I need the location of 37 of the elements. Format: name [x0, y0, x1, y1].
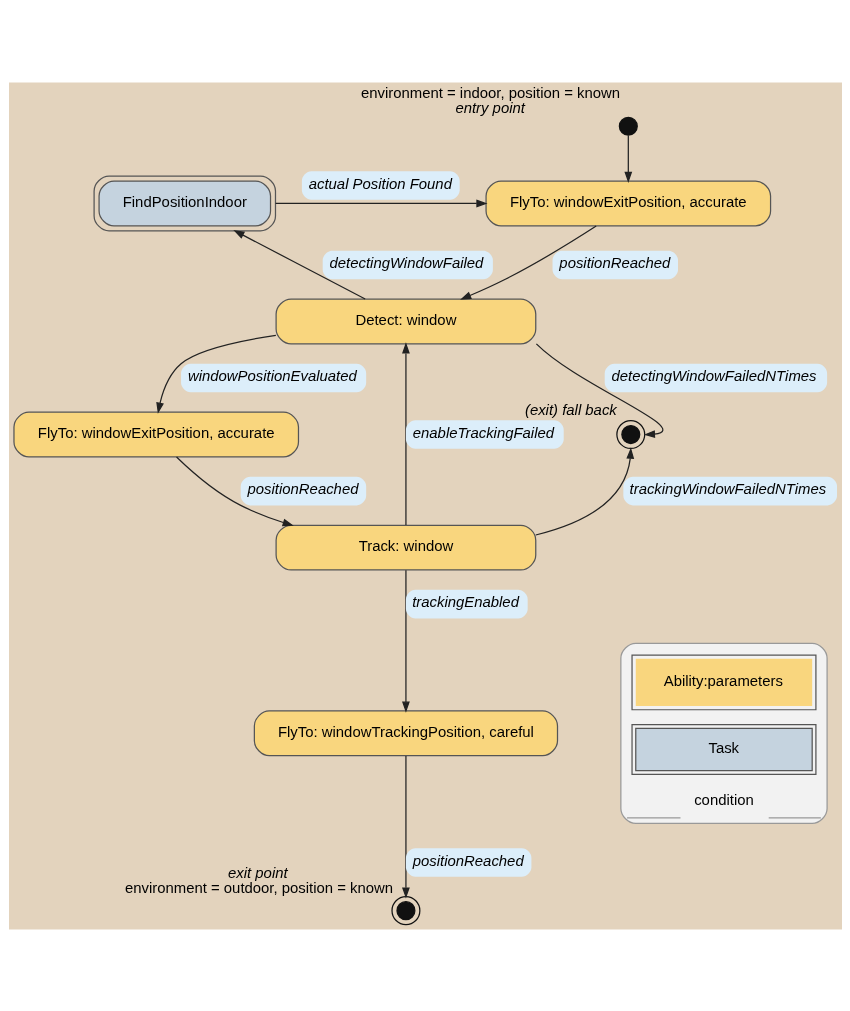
node-box: FlyTo: windowExitPosition, accurate — [484, 180, 771, 226]
arrow — [175, 455, 294, 526]
node-box: FlyTo: windowTrackingPosition, careful — [253, 709, 558, 756]
edge-label: windowPositionEvaluated — [187, 367, 357, 384]
legend-label: Ability:parameters — [663, 672, 783, 689]
node-box: Detect: window — [275, 298, 536, 344]
edge-label: actual Position Found — [308, 175, 452, 192]
node-box: FindPositionIndoor — [92, 175, 276, 231]
arrow — [623, 134, 632, 183]
legend-label: Task — [707, 739, 739, 756]
edge-label: enableTrackingFailed — [412, 424, 554, 441]
node-circle — [618, 116, 638, 136]
node-circle — [390, 895, 420, 925]
arrow — [401, 754, 410, 899]
arrow — [459, 224, 597, 300]
node-label: environment = indoor, position = known — [360, 84, 620, 101]
edge-label: trackingWindowFailedNTimes — [629, 480, 826, 497]
legend-label: condition — [693, 791, 754, 808]
arrow — [155, 334, 276, 414]
node-label: exit point — [227, 864, 288, 881]
arrow — [535, 342, 663, 438]
arrow — [401, 569, 410, 713]
node-box: FlyTo: windowExitPosition, accurate — [12, 411, 299, 458]
edge-label: detectingWindowFailedNTimes — [611, 367, 817, 384]
node-circle — [615, 419, 645, 449]
node-label: (exit) fall back — [524, 401, 617, 418]
edge-label: positionReached — [558, 254, 670, 271]
arrow — [534, 447, 634, 536]
node-box: Track: window — [275, 524, 536, 571]
edge-label: trackingEnabled — [411, 593, 519, 610]
edge-label: positionReached — [247, 480, 358, 497]
arrow — [274, 199, 488, 207]
edge-label: positionReached — [412, 852, 524, 869]
node-label: environment = outdoor, position = known — [124, 879, 393, 895]
arrow — [232, 229, 366, 300]
arrow — [401, 341, 410, 526]
edge-label: detectingWindowFailed — [329, 254, 483, 271]
